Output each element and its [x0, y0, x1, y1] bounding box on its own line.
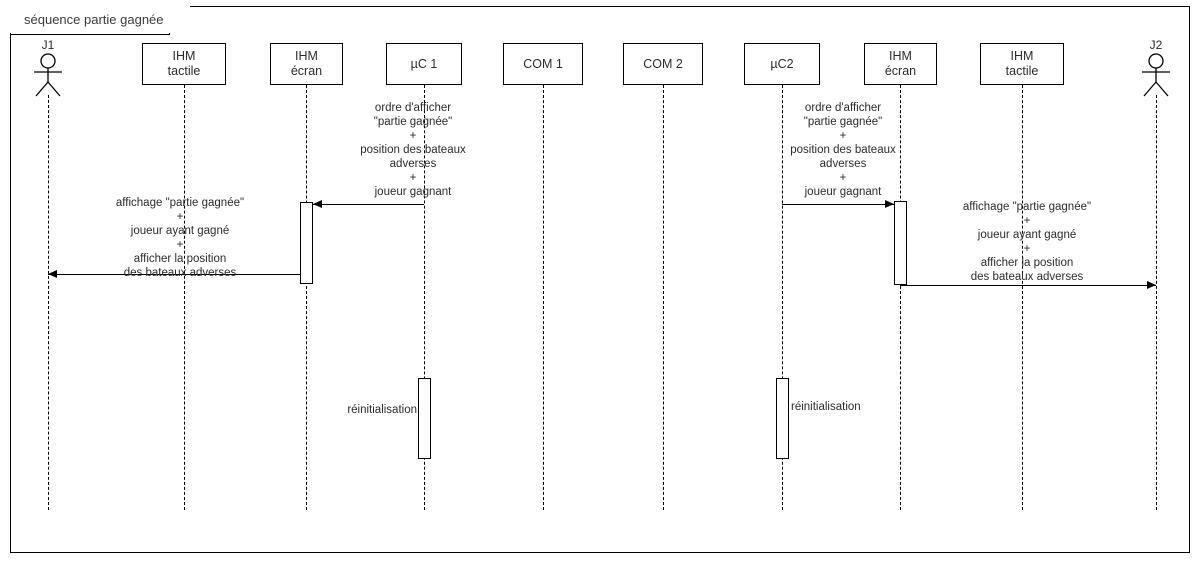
arrowhead-uc2-to-ecran2: [885, 199, 894, 208]
actor-label-j2: J2: [1149, 38, 1163, 52]
participant-com1[interactable]: COM 1: [503, 43, 583, 85]
lifeline-j1: [48, 95, 49, 510]
arrowhead-uc1-to-ecran1: [313, 199, 322, 208]
message-line-uc2-to-ecran2[interactable]: [782, 204, 894, 205]
message-line-ecran1-to-j1[interactable]: [48, 274, 301, 275]
lifeline-ihm-ecran-2: [900, 85, 901, 510]
lifeline-uc2: [782, 85, 783, 510]
lifeline-ihm-tactile-1: [184, 85, 185, 510]
participant-ihm-ecran-1[interactable]: IHM écran: [270, 43, 343, 85]
message-line-uc1-to-ecran1[interactable]: [313, 204, 424, 205]
participant-label-line2: tactile: [1005, 64, 1039, 78]
frame-label: séquence partie gagnée: [10, 6, 190, 33]
arrowhead-ecran1-to-j1: [48, 269, 57, 278]
activation-uc2-reinitialisation[interactable]: [776, 378, 789, 459]
participant-uc1[interactable]: µC 1: [386, 43, 462, 85]
participant-label-line1: IHM: [889, 49, 912, 63]
note-reinitialisation-1: réinitialisation: [347, 404, 417, 416]
participant-label-line1: µC2: [770, 56, 794, 71]
participant-label-line1: COM 1: [523, 56, 563, 71]
message-label-ecran1-to-j1: affichage "partie gagnée" + joueur ayant…: [115, 197, 245, 279]
actor-icon-j1: [34, 53, 62, 97]
participant-label-line1: COM 2: [643, 56, 683, 71]
message-label-uc2-to-ecran2: ordre d'afficher "partie gagnée" + posit…: [790, 102, 896, 198]
participant-label-line1: IHM: [172, 49, 196, 63]
message-label-ecran2-to-j2: affichage "partie gagnée" + joueur ayant…: [962, 201, 1092, 283]
participant-ihm-tactile-2[interactable]: IHM tactile: [980, 43, 1064, 85]
activation-uc1-reinitialisation[interactable]: [418, 378, 431, 459]
activation-ihm-ecran-1[interactable]: [300, 202, 313, 284]
lifeline-j2: [1156, 95, 1157, 510]
participant-uc2[interactable]: µC2: [744, 43, 820, 85]
lifeline-com2: [663, 85, 664, 510]
participant-label-line1: µC 1: [410, 56, 438, 71]
message-line-ecran2-to-j2[interactable]: [900, 285, 1156, 286]
participant-ihm-ecran-2[interactable]: IHM écran: [864, 43, 937, 85]
lifeline-ihm-ecran-1: [306, 85, 307, 510]
participant-label-line1: IHM: [295, 49, 318, 63]
lifeline-ihm-tactile-2: [1022, 85, 1023, 510]
note-reinitialisation-2: réinitialisation: [791, 401, 861, 413]
arrowhead-ecran2-to-j2: [1147, 280, 1156, 289]
actor-label-j1: J1: [41, 38, 55, 52]
participant-label-line2: écran: [884, 64, 917, 78]
lifeline-com1: [543, 85, 544, 510]
actor-icon-j2: [1142, 53, 1170, 97]
participant-label-line2: écran: [290, 64, 323, 78]
participant-ihm-tactile-1[interactable]: IHM tactile: [142, 43, 226, 85]
activation-ihm-ecran-2[interactable]: [894, 201, 907, 285]
lifeline-uc1: [424, 85, 425, 510]
participant-label-line2: tactile: [167, 64, 201, 78]
participant-label-line1: IHM: [1010, 49, 1034, 63]
participant-com2[interactable]: COM 2: [623, 43, 703, 85]
diagram-frame: [10, 6, 1190, 553]
message-label-uc1-to-ecran1: ordre d'afficher "partie gagnée" + posit…: [360, 102, 466, 198]
